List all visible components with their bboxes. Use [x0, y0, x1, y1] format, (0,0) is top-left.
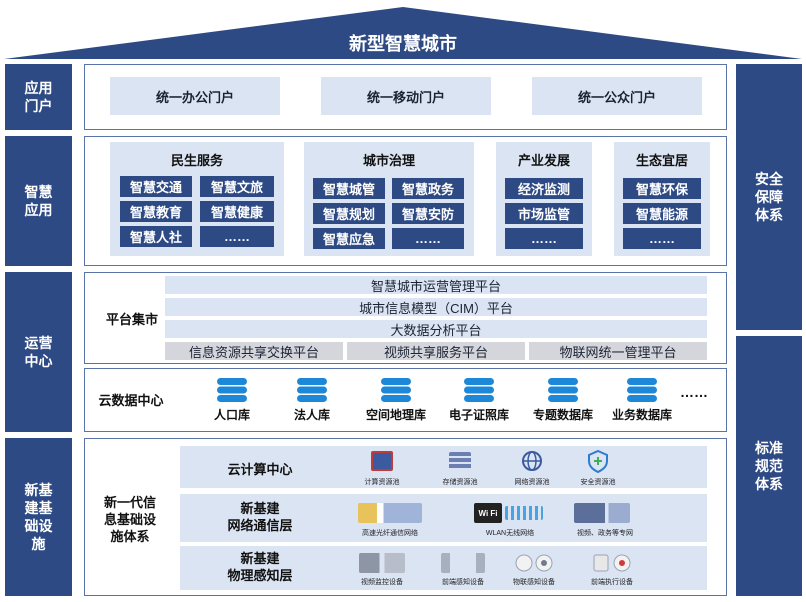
database-icon — [297, 378, 327, 402]
app-tile: 智慧环保 — [623, 178, 701, 199]
compute-pool-label: 计算资源池 — [364, 479, 400, 486]
app-tile: 智慧城管 — [313, 178, 385, 199]
label-apps: 智慧 应用 — [5, 136, 72, 266]
infra-label: 新一代信 息基础设 施体系 — [103, 495, 156, 544]
iot-sensor-icon — [515, 554, 553, 572]
app-tile: 智慧安防 — [392, 203, 464, 224]
network-pool-label: 网络资源池 — [514, 479, 550, 486]
page-title: 新型智慧城市 — [349, 34, 457, 54]
database-icon — [548, 378, 578, 402]
group-city-title: 城市治理 — [362, 153, 415, 168]
label-security: 安全 保障 体系 — [736, 64, 802, 330]
label-portal: 应用 门户 — [5, 64, 72, 130]
database-icon — [217, 378, 247, 402]
group-eco-title: 生态宜居 — [635, 153, 688, 168]
app-tile: 智慧交通 — [120, 176, 192, 197]
app-tile: …… — [200, 226, 274, 247]
front-sensor-icon — [441, 553, 485, 573]
portal-public: 统一公众门户 — [532, 77, 702, 115]
app-tile: 经济监测 — [505, 178, 583, 199]
app-tile: 智慧文旅 — [200, 176, 274, 197]
app-tile: 智慧能源 — [623, 203, 701, 224]
database-icon — [627, 378, 657, 402]
app-tile: …… — [392, 228, 464, 249]
network-title: 新基建 网络通信层 — [227, 501, 293, 533]
iot-sensor-label: 物联感知设备 — [513, 579, 555, 586]
roof — [4, 7, 802, 59]
label-ops: 运营 中心 — [5, 272, 72, 432]
security-pool-label: 安全资源池 — [580, 479, 616, 486]
label-standards: 标准 规范 体系 — [736, 336, 802, 596]
wlan-label: WLAN无线网络 — [485, 530, 535, 537]
platform-label: 平台集市 — [105, 312, 158, 327]
actuator-icon — [593, 554, 631, 572]
portal-mobile: 统一移动门户 — [321, 77, 491, 115]
wifi-icon: Wi Fi — [474, 503, 502, 523]
app-tile: 智慧教育 — [120, 201, 192, 222]
app-tile: 市场监管 — [505, 203, 583, 224]
app-tile: 智慧应急 — [313, 228, 385, 249]
platform-sub-bar: 信息资源共享交换平台 — [165, 342, 343, 360]
cloud-compute-box — [180, 446, 707, 488]
app-tile: …… — [623, 228, 701, 249]
portal-office: 统一办公门户 — [110, 77, 280, 115]
platform-bar: 智慧城市运营管理平台 — [165, 276, 707, 294]
platform-sub-bar: 物联网统一管理平台 — [529, 342, 707, 360]
fiber-network-icon — [358, 503, 422, 523]
compute-pool-icon — [371, 451, 393, 471]
platform-bar: 大数据分析平台 — [165, 320, 707, 338]
private-network-icon — [574, 503, 630, 523]
camera-label: 视频监控设备 — [361, 579, 403, 586]
database-label: 法人库 — [293, 408, 330, 422]
database-icon — [464, 378, 494, 402]
database-icon — [381, 378, 411, 402]
app-tile: 智慧健康 — [200, 201, 274, 222]
storage-pool-label: 存储资源池 — [442, 479, 478, 486]
shield-icon — [588, 449, 608, 473]
database-label: 业务数据库 — [611, 408, 672, 422]
storage-pool-icon — [449, 452, 471, 470]
label-infra: 新基 建基 础设 施 — [5, 438, 72, 596]
platform-bar: 城市信息模型（CIM）平台 — [165, 298, 707, 316]
app-tile: 智慧政务 — [392, 178, 464, 199]
group-minsheng-title: 民生服务 — [170, 153, 223, 168]
app-tile: 智慧规划 — [313, 203, 385, 224]
database-label: 专题数据库 — [532, 408, 593, 422]
platform-sub-bar: 视频共享服务平台 — [347, 342, 525, 360]
wlan-diagram-icon — [505, 506, 543, 520]
cloud-data-label: 云数据中心 — [98, 393, 164, 408]
fiber-network-label: 高速光纤通信网络 — [362, 530, 418, 537]
app-tile: …… — [505, 228, 583, 249]
sensing-title: 新基建 物理感知层 — [227, 551, 293, 583]
database-label: 电子证照库 — [448, 408, 509, 422]
database-label: 空间地理库 — [365, 408, 426, 422]
db-more: …… — [680, 384, 708, 400]
camera-icon — [359, 553, 405, 573]
cloud-compute-title: 云计算中心 — [227, 462, 293, 477]
actuator-label: 前端执行设备 — [591, 579, 633, 586]
front-sensor-label: 前端感知设备 — [442, 579, 484, 586]
database-label: 人口库 — [213, 408, 250, 422]
app-tile: 智慧人社 — [120, 226, 192, 247]
group-industry-title: 产业发展 — [517, 153, 570, 168]
globe-icon — [522, 451, 542, 471]
private-network-label: 视频、政务等专网 — [577, 530, 633, 537]
